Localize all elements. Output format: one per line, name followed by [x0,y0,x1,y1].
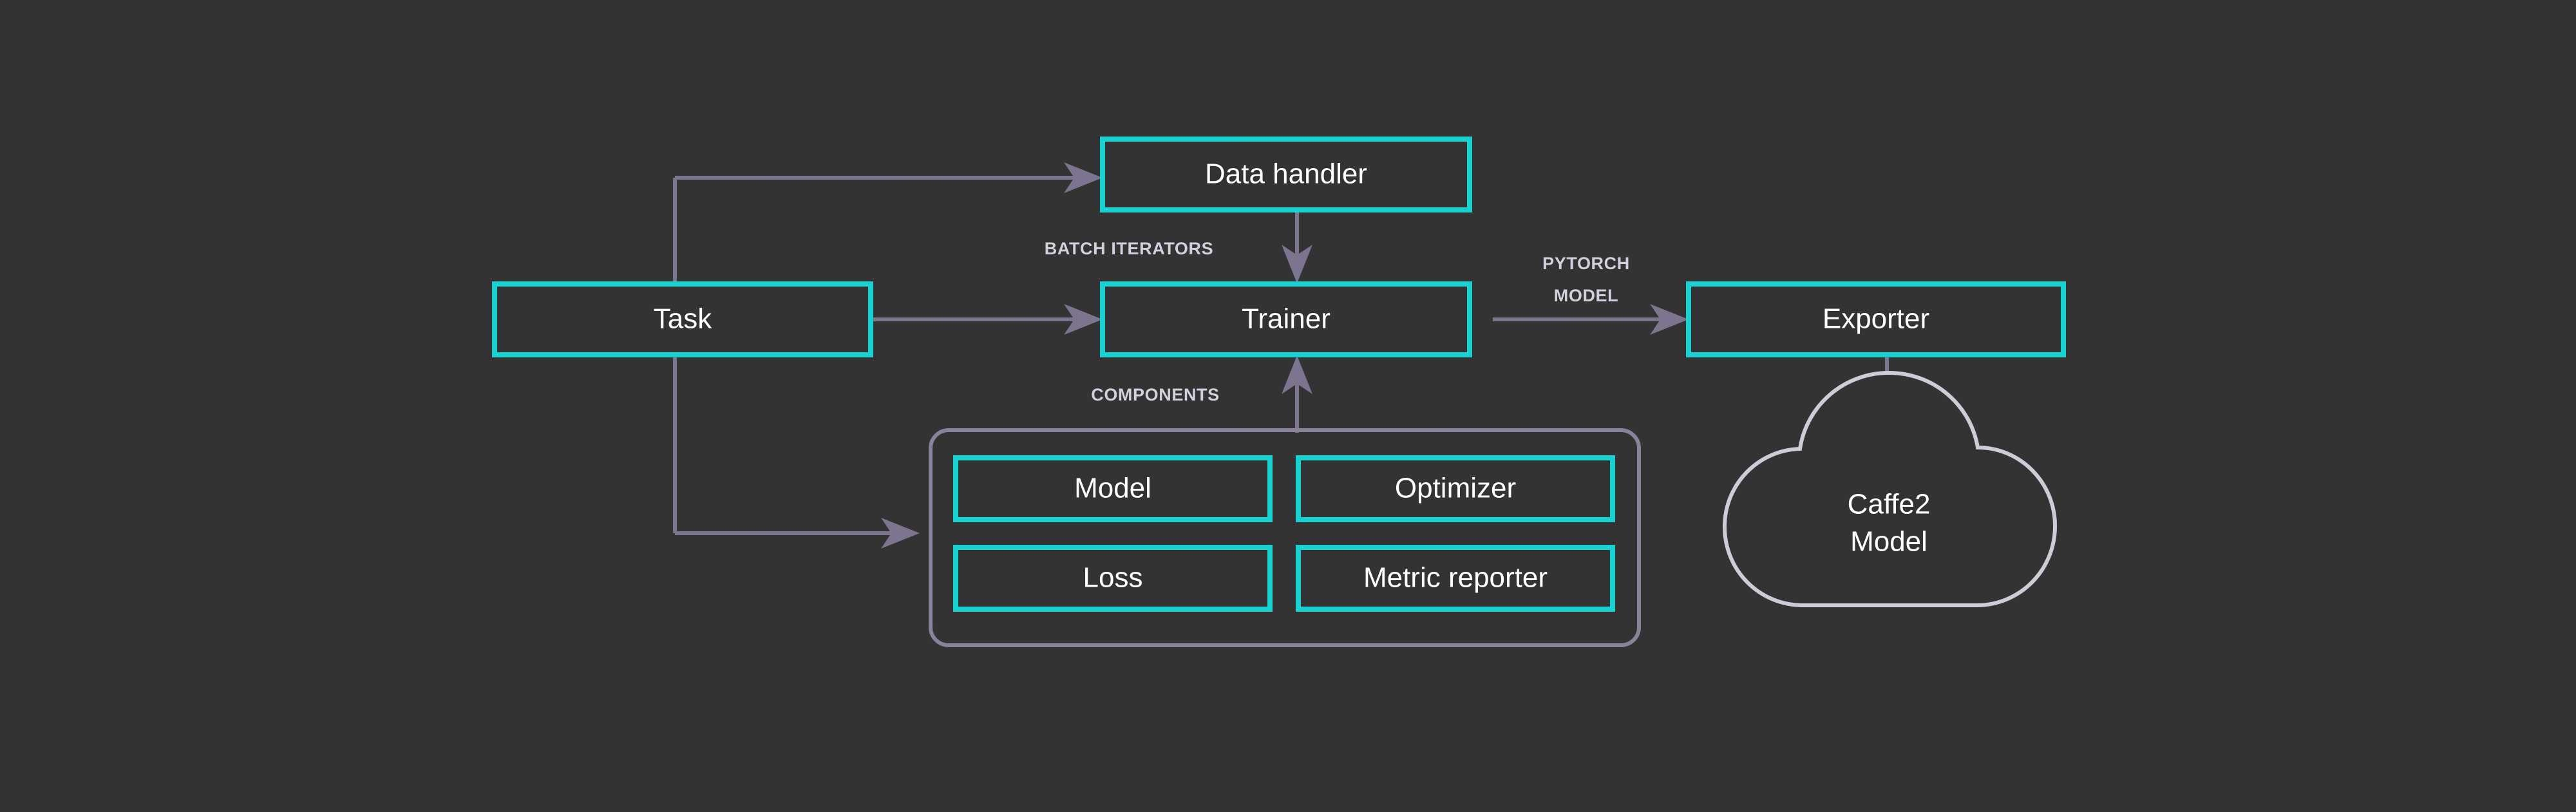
components-group-container [929,428,1641,647]
node-exporter-box[interactable] [1686,281,2066,357]
node-caffe2-model[interactable]: Caffe2 Model [1722,370,2058,607]
node-task[interactable]: Task [492,281,873,357]
connector-components-to-trainer [1282,355,1312,433]
node-exporter-label: Exporter [1823,303,1929,335]
arrowhead-icon [1282,245,1312,283]
node-trainer[interactable]: Trainer [1100,281,1472,357]
node-optimizer[interactable]: Optimizer [1296,455,1615,522]
node-metric-reporter-label: Metric reporter [1363,562,1548,594]
connector-task-to-trainer [871,304,1103,335]
node-optimizer-label: Optimizer [1395,473,1516,504]
node-data-handler[interactable]: Data handler [1100,137,1472,212]
node-data-handler-label: Data handler [1205,158,1367,190]
node-model-label: Model [1074,473,1151,504]
edge-label-batch-iterators: BATCH ITERATORS [1045,239,1214,258]
connector-trainer-to-exporter [1493,304,1689,335]
node-model[interactable]: Model [953,455,1273,522]
edge-label-pytorch-model-line2: MODEL [1554,286,1619,305]
node-data-handler-box[interactable] [1100,137,1472,212]
node-caffe2-model-label-line1: Caffe2 [1848,489,1931,520]
node-loss-label: Loss [1083,562,1143,594]
node-model-box[interactable] [953,455,1273,522]
arrowhead-icon [1650,304,1689,335]
node-caffe2-model-label-line2: Model [1850,526,1927,558]
edge-label-pytorch-model-line1: PYTORCH [1542,254,1630,273]
node-metric-reporter-box[interactable] [1296,545,1615,612]
arrowhead-icon [881,518,920,549]
arrowhead-icon [1064,304,1103,335]
node-exporter[interactable]: Exporter [1686,281,2066,357]
node-loss-box[interactable] [953,545,1273,612]
node-caffe2-model-cloud[interactable] [1722,370,2058,607]
node-metric-reporter[interactable]: Metric reporter [1296,545,1615,612]
node-trainer-box[interactable] [1100,281,1472,357]
edge-label-components: COMPONENTS [1091,385,1220,404]
connector-task-to-components [675,518,920,549]
arrowhead-icon [1064,162,1103,193]
node-task-box[interactable] [492,281,873,357]
arrowhead-icon [1282,355,1312,394]
connector-data-handler-to-trainer [1282,212,1312,283]
node-trainer-label: Trainer [1242,303,1331,335]
connector-task-to-data-handler [675,162,1103,193]
node-loss[interactable]: Loss [953,545,1273,612]
node-task-label: Task [654,303,712,335]
node-optimizer-box[interactable] [1296,455,1615,522]
